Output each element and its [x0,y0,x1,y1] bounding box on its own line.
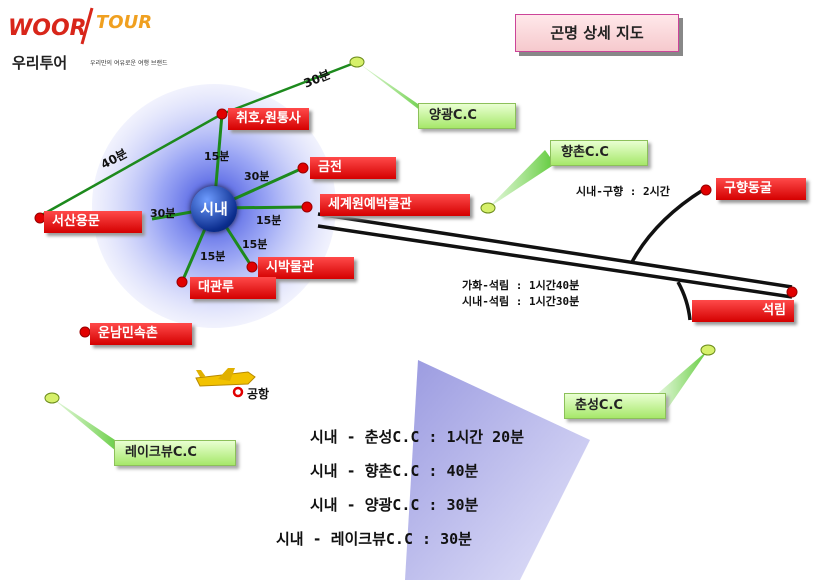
summary-line-2: 시내 - 향촌C.C : 40분 [310,462,479,480]
place-jindian[interactable]: 금전 [310,157,396,179]
logo-slash-icon [80,7,94,45]
golf-chunseong[interactable]: 춘성C.C [564,393,666,419]
golf-markers [44,56,716,404]
summary-line-4: 시내 - 레이크뷰C.C : 30분 [276,530,472,548]
beam-hyangchon [488,150,555,208]
place-stoneforest[interactable]: 석림 [692,300,794,322]
golf-hyangchon[interactable]: 향촌C.C [550,140,648,166]
road-lines [317,188,793,321]
route-stone-2: 시내-석림 : 1시간30분 [462,295,580,308]
duration-expo: 15분 [256,214,282,227]
beam-chunseong [656,350,708,408]
place-cave[interactable]: 구향동굴 [716,178,806,200]
place-yunnan[interactable]: 운남민속촌 [90,323,192,345]
place-daguanlou[interactable]: 대관루 [190,277,276,299]
duration-xishan: 30분 [150,207,176,220]
beam-lakeview [52,398,122,456]
city-center-node: 시내 [191,186,237,232]
place-chuihu[interactable]: 취호,원통사 [228,108,309,130]
beam-yangguang [357,62,430,118]
airport-label: 공항 [247,387,270,401]
duration-chuihu: 15분 [204,150,230,163]
logo-word-woor: WOOR [8,16,87,41]
summary-line-3: 시내 - 양광C.C : 30분 [310,496,479,514]
route-cave: 시내-구향 : 2시간 [576,185,670,198]
logo-slogan: 우리만의 여유로운 여행 브랜드 [90,60,168,67]
lavender-band [405,360,590,580]
place-museum[interactable]: 시박물관 [258,257,354,279]
place-dots [34,108,798,338]
golf-lakeview[interactable]: 레이크뷰C.C [114,440,236,466]
connector-yangguang [221,60,358,116]
place-xishan[interactable]: 서산용문 [44,211,142,233]
duration-jindian: 30분 [244,170,270,183]
summary-line-1: 시내 - 춘성C.C : 1시간 20분 [310,428,525,446]
route-stone-1: 가화-석림 : 1시간40분 [462,279,580,292]
duration-museum: 15분 [242,238,268,251]
airport-marker-icon [232,386,244,398]
duration-daguanlou: 15분 [200,250,226,263]
place-expo[interactable]: 세계원예박물관 [320,194,470,216]
logo-word-tour: TOUR [96,12,153,33]
page-title: 곤명 상세 지도 [515,14,679,52]
connector-xishan-chuihu [39,112,223,218]
golf-yangguang[interactable]: 양광C.C [418,103,516,129]
logo-korean: 우리투어 [12,54,68,72]
brand-logo: WOOR TOUR 우리투어 우리만의 여유로운 여행 브랜드 [8,6,178,86]
airplane-icon [195,368,256,387]
